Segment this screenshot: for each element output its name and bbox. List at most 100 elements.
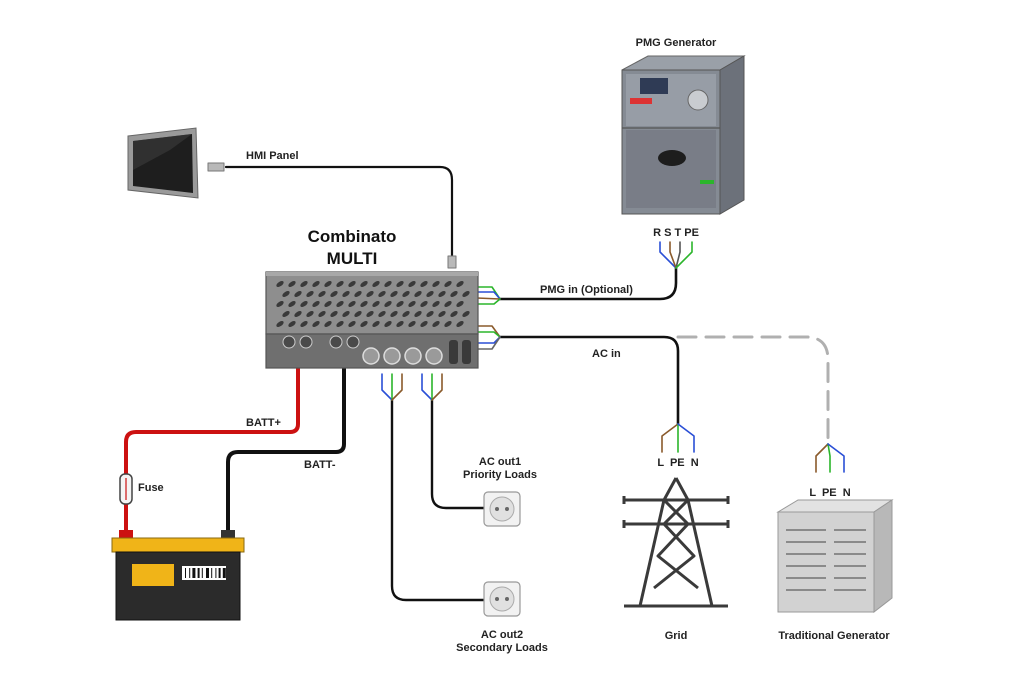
vent-slot (360, 300, 368, 308)
vent-slot (288, 320, 296, 328)
label-batt-plus: BATT+ (246, 417, 281, 429)
vent-slot (444, 320, 452, 328)
vent-slot (336, 320, 344, 328)
vent-slot (420, 300, 428, 308)
vent-slot (318, 290, 326, 298)
unit-title-line1: Combinato (308, 227, 397, 246)
grid-tower-icon (622, 477, 730, 608)
ac-out2-cable (390, 398, 486, 602)
barcode-bar (206, 568, 209, 578)
vent-slot (420, 280, 428, 288)
vent-slot (330, 290, 338, 298)
hmi-panel-device (127, 127, 199, 199)
vent-slot (462, 310, 470, 318)
vent-slot (294, 290, 302, 298)
pmg-wire-r (659, 241, 677, 269)
generator-wire-n (827, 443, 845, 473)
battery-lid (111, 537, 245, 553)
label-fuse: Fuse (138, 482, 164, 494)
vent-slot (426, 290, 434, 298)
traditional-generator-device (776, 499, 894, 614)
unit-dc-terminals (282, 335, 360, 349)
batt-minus-cable (226, 360, 346, 540)
vent-slot (396, 320, 404, 328)
vent-slot (450, 290, 458, 298)
vent-slot (354, 290, 362, 298)
pmg-in-wire-green-2 (476, 298, 501, 305)
vent-slot (402, 310, 410, 318)
vent-slot (462, 290, 470, 298)
vent-slot (414, 310, 422, 318)
generator-wire-l (815, 443, 829, 473)
unit-vents (276, 280, 470, 328)
grid-wire-l (661, 423, 679, 453)
vent-slot (288, 300, 296, 308)
ac-in-wire-brown (476, 325, 501, 338)
generator-front (777, 511, 875, 613)
vent-slot (336, 280, 344, 288)
unit-title-line2: MULTI (327, 249, 378, 268)
vent-slot (372, 280, 380, 288)
vent-slot (456, 320, 464, 328)
label-generator-terminals: L PE N (809, 487, 850, 499)
vent-slot (432, 280, 440, 288)
vent-slot (384, 320, 392, 328)
vent-slot (438, 290, 446, 298)
generator-optional-link (676, 335, 830, 446)
vent-slot (342, 290, 350, 298)
labels: HMI Panel PMG Generator R S T PE PMG in … (138, 37, 890, 654)
vent-slot (390, 290, 398, 298)
barcode-bar (218, 568, 221, 578)
vent-slot (408, 280, 416, 288)
battery-post-negative (221, 530, 235, 540)
ac-out2-socket (483, 581, 521, 617)
vent-slot (306, 310, 314, 318)
ac-in-wire-grey (476, 336, 501, 350)
vent-slot (342, 310, 350, 318)
pmg-in-wire-blue (476, 291, 501, 300)
vent-slot (366, 310, 374, 318)
pmg-generator-device (621, 55, 746, 215)
label-pmg-terminals: R S T PE (653, 227, 699, 239)
vent-slot (276, 320, 284, 328)
label-ac-out1-line1: AC out1 (479, 456, 521, 468)
ac-out1-wire-brown (431, 373, 443, 401)
vent-slot (336, 300, 344, 308)
vent-slot (324, 300, 332, 308)
vent-slot (282, 290, 290, 298)
generator-wire-pe (827, 443, 831, 473)
vent-slot (414, 290, 422, 298)
vent-slot (300, 320, 308, 328)
combinato-multi-unit: Combinato MULTI (265, 227, 479, 369)
vent-slot (426, 310, 434, 318)
vent-slot (312, 320, 320, 328)
vent-slot (318, 310, 326, 318)
pmg-brand-badge (630, 98, 652, 104)
pmg-in-wire-green (476, 286, 501, 300)
battery-barcode (185, 568, 226, 578)
vent-slot (384, 300, 392, 308)
vent-slot (288, 280, 296, 288)
pmg-in-cable (498, 266, 678, 301)
vent-slot (300, 300, 308, 308)
vent-slot (312, 300, 320, 308)
vent-slot (306, 290, 314, 298)
vent-slot (348, 300, 356, 308)
hmi-unit-connector (447, 255, 457, 269)
grid-wire-n (677, 423, 695, 453)
ac-out1-cable (430, 398, 486, 510)
vent-slot (294, 310, 302, 318)
vent-slot (354, 310, 362, 318)
barcode-bar (222, 568, 226, 578)
fuse (119, 473, 133, 505)
label-ac-out1-line2: Priority Loads (463, 469, 537, 481)
vent-slot (348, 320, 356, 328)
pmg-control-panel (640, 78, 668, 94)
vent-slot (444, 300, 452, 308)
vent-slot (330, 310, 338, 318)
label-hmi-panel: HMI Panel (246, 150, 299, 162)
pmg-wire-t (675, 241, 681, 269)
vent-slot (372, 320, 380, 328)
vent-slot (450, 310, 458, 318)
